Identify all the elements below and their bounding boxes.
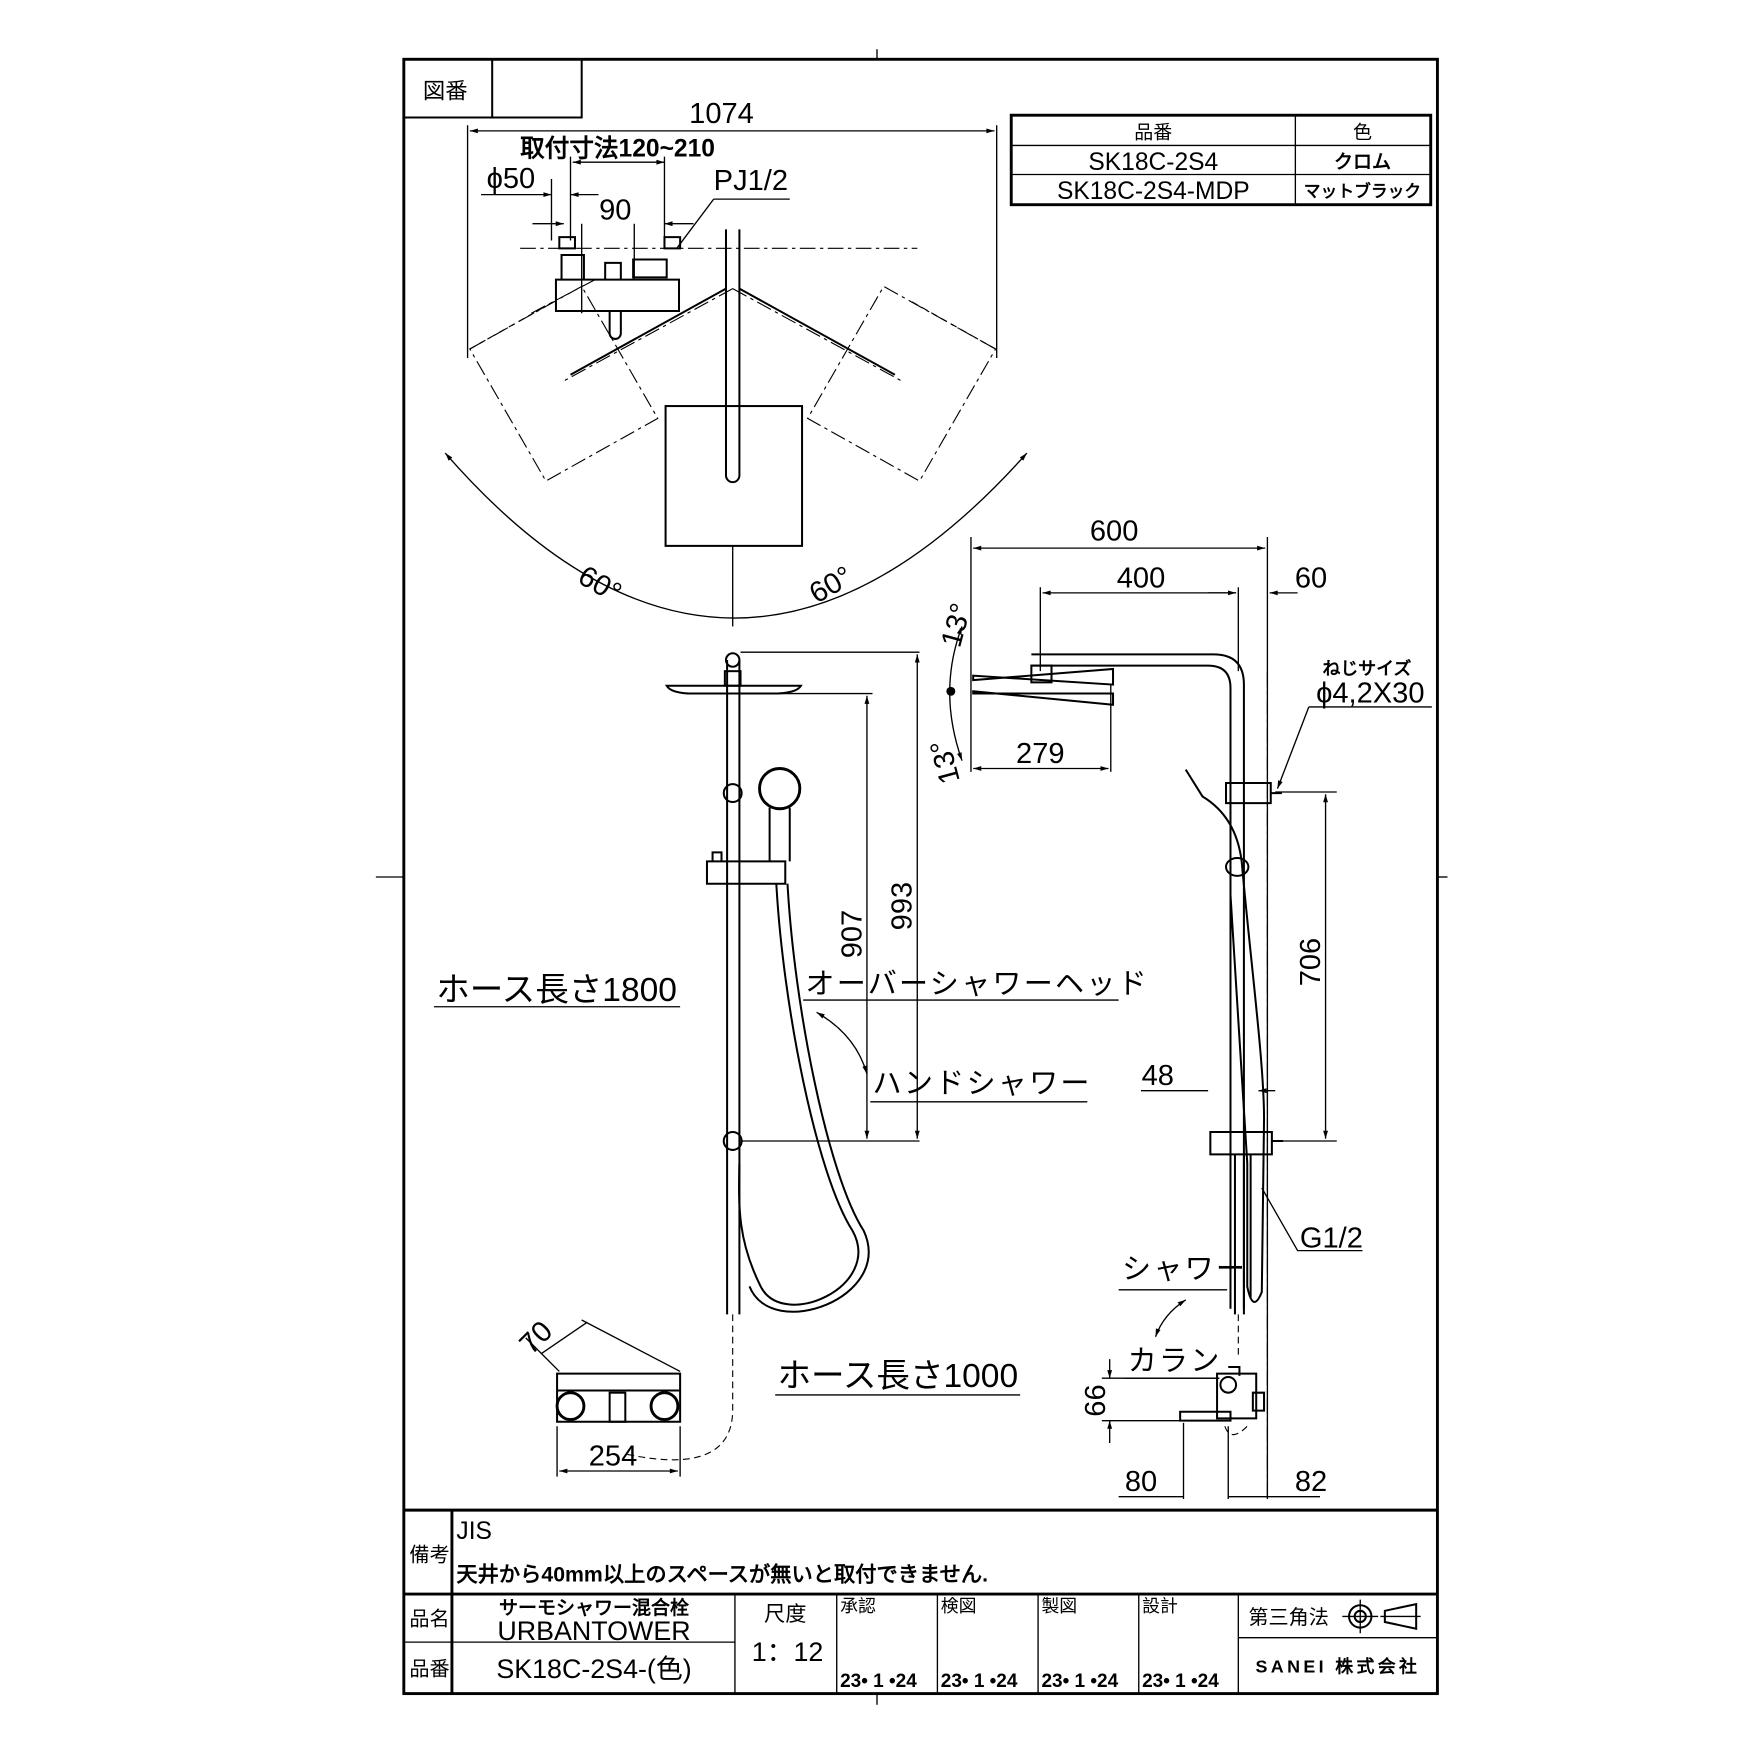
- dim-706: 706: [1295, 938, 1327, 987]
- product-name: URBANTOWER: [497, 1616, 690, 1646]
- front-view: 907 993 ホース長さ1800 オーバーシャワーヘッド ハンドシャワー ホー…: [434, 651, 1149, 1477]
- dim-993: 993: [887, 882, 919, 931]
- color-cell: マットブラック: [1304, 181, 1421, 201]
- approval-date: 23• 1 •24: [1041, 1671, 1118, 1692]
- dim-angle-right: 60°: [804, 560, 858, 610]
- label-shower: シャワー: [1122, 1254, 1247, 1286]
- scale-value: 1：12: [752, 1637, 824, 1667]
- parts-table-header-color: 色: [1353, 122, 1372, 144]
- notes-label: 備考: [409, 1544, 449, 1567]
- dim-90: 90: [599, 194, 631, 226]
- dim-400: 400: [1117, 562, 1166, 594]
- title-block: 品名 品番 サーモシャワー混合栓 URBANTOWER SK18C-2S4-(色…: [403, 1594, 1438, 1694]
- dim-60: 60: [1295, 562, 1327, 594]
- dim-66: 66: [1080, 1384, 1112, 1416]
- approval-role: 設計: [1142, 1596, 1178, 1616]
- drawing-number-box: 図番: [403, 59, 583, 119]
- approval-role: 検図: [941, 1596, 977, 1616]
- scale-label: 尺度: [764, 1602, 807, 1626]
- dim-tilt-down: 13°: [924, 736, 966, 787]
- approval-date: 23• 1 •24: [840, 1671, 917, 1692]
- dim-screw: ϕ4,2X30: [1316, 677, 1424, 709]
- drawing-number-label: 図番: [423, 78, 468, 103]
- dim-diameter-50: ϕ50: [487, 163, 536, 195]
- dim-80: 80: [1125, 1466, 1157, 1498]
- color-cell: クロム: [1334, 151, 1391, 173]
- notes-block: 備考 JIS 天井から40mm以上のスペースが無いと取付できません.: [403, 1508, 1438, 1694]
- number-label: 品番: [409, 1658, 449, 1681]
- shower-head-top: [664, 405, 804, 547]
- dim-600: 600: [1090, 515, 1139, 547]
- notes-text: 天井から40mm以上のスペースが無いと取付できません.: [456, 1562, 988, 1587]
- product-name-jp: サーモシャワー混合栓: [499, 1596, 689, 1619]
- dim-279: 279: [1016, 738, 1065, 770]
- product-number: SK18C-2S4-(色): [496, 1654, 691, 1684]
- approval-role: 承認: [840, 1596, 876, 1616]
- label-hand-shower: ハンドシャワー: [873, 1068, 1092, 1100]
- dim-70: 70: [514, 1315, 559, 1360]
- parts-table-header-part: 品番: [1134, 122, 1172, 144]
- dim-907: 907: [836, 910, 868, 959]
- parts-table: 品番 色 SK18C-2S4 クロム SK18C-2S4-MDP マットブラック: [1009, 113, 1433, 207]
- drawing-frame: [402, 57, 1439, 1696]
- dim-48: 48: [1142, 1060, 1174, 1092]
- name-label: 品名: [409, 1607, 449, 1630]
- notes-standard: JIS: [456, 1518, 492, 1545]
- part-number-cell: SK18C-2S4-MDP: [1057, 178, 1250, 205]
- company-name: SANEI 株式会社: [1256, 1655, 1421, 1676]
- label-spout: カラン: [1128, 1345, 1222, 1377]
- label-pj12: PJ1/2: [714, 165, 788, 197]
- projection-label: 第三角法: [1248, 1606, 1329, 1629]
- side-view: 600 400 60 13° 13° 279 ねじサイズ ϕ4,2X30 706…: [924, 515, 1432, 1499]
- label-g12: G1/2: [1300, 1222, 1363, 1254]
- top-view: 1074 取付寸法120~210 ϕ50 90 PJ1/2 60° 60°: [444, 98, 1028, 627]
- third-angle-projection-icon: [1342, 1599, 1421, 1634]
- approval-role: 製図: [1041, 1596, 1077, 1616]
- dim-82: 82: [1295, 1466, 1327, 1498]
- label-hose-1000: ホース長さ1000: [777, 1358, 1018, 1395]
- approval-date: 23• 1 •24: [1142, 1671, 1219, 1692]
- label-hose-1800: ホース長さ1800: [436, 972, 677, 1009]
- dim-1074: 1074: [689, 98, 754, 130]
- dim-254: 254: [589, 1440, 638, 1472]
- dim-angle-left: 60°: [573, 560, 627, 610]
- dim-mount-range: 取付寸法120~210: [520, 135, 715, 163]
- label-overhead-shower: オーバーシャワーヘッド: [805, 968, 1149, 1000]
- approval-date: 23• 1 •24: [941, 1671, 1018, 1692]
- label-screw-size: ねじサイズ: [1323, 658, 1412, 679]
- part-number-cell: SK18C-2S4: [1088, 149, 1218, 176]
